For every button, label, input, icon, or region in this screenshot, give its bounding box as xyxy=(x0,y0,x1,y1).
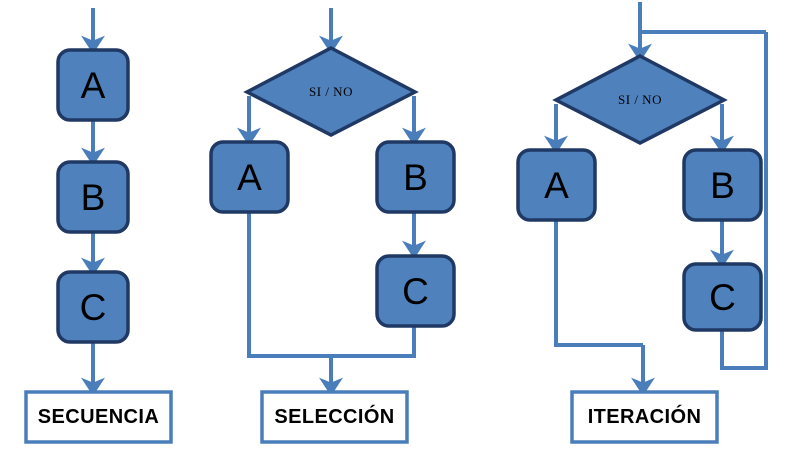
edge-loop-back xyxy=(720,32,768,370)
node-seq-a[interactable] xyxy=(56,48,130,122)
node-ite-b[interactable] xyxy=(682,148,763,222)
node-seq-c[interactable] xyxy=(56,270,130,344)
sequence-nodes xyxy=(24,48,173,444)
caption-box-iteracion xyxy=(570,390,719,444)
node-sel-c[interactable] xyxy=(375,254,456,328)
node-sel-decision[interactable] xyxy=(243,46,419,137)
iteration-connectors xyxy=(544,2,768,397)
edge-a-to-exit xyxy=(554,220,643,347)
node-seq-b[interactable] xyxy=(56,160,130,234)
node-ite-c[interactable] xyxy=(682,262,763,332)
node-ite-decision[interactable] xyxy=(552,54,728,145)
caption-box-seleccion xyxy=(260,390,409,444)
caption-box-secuencia xyxy=(24,390,173,444)
selection-nodes xyxy=(209,46,456,444)
iteration-nodes xyxy=(516,54,763,444)
node-ite-a[interactable] xyxy=(516,148,597,222)
node-sel-a[interactable] xyxy=(209,140,290,214)
node-sel-b[interactable] xyxy=(375,140,456,214)
